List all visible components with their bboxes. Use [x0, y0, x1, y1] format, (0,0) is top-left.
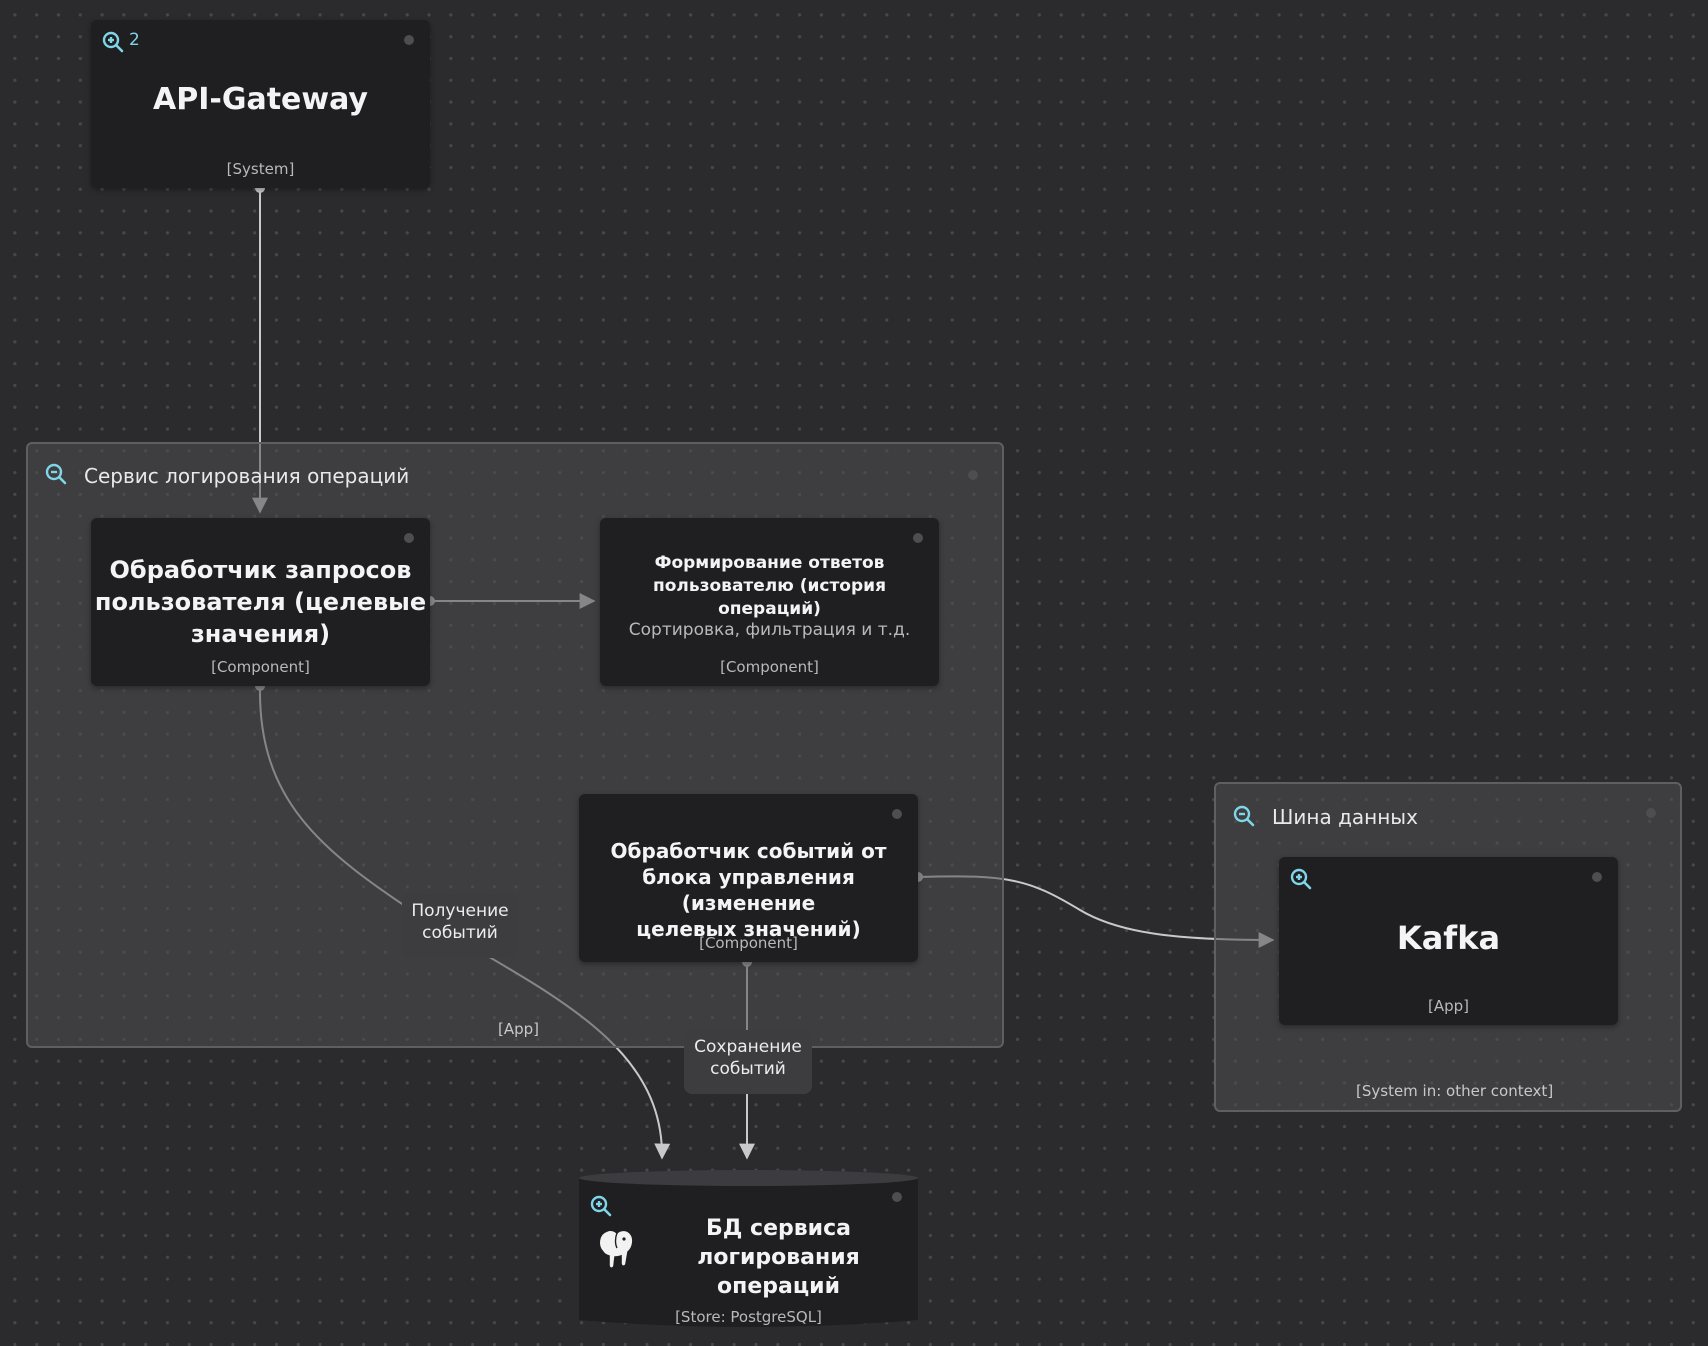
- zoom-count: 2: [129, 30, 140, 50]
- node-title: Обработчик запросов пользователя (целевы…: [94, 556, 427, 648]
- node-kafka[interactable]: Kafka [App]: [1279, 857, 1618, 1025]
- node-tech: [Component]: [699, 934, 798, 952]
- node-menu-dot[interactable]: [404, 533, 414, 543]
- node-menu-dot[interactable]: [913, 533, 923, 543]
- node-title: Kafka: [1396, 919, 1501, 957]
- node-tech: [System]: [226, 160, 295, 178]
- node-tech: [Component]: [720, 658, 819, 676]
- group-menu-dot[interactable]: [968, 470, 978, 480]
- node-tech: [Component]: [211, 658, 310, 676]
- group-tech-label: [System in: other context]: [1356, 1082, 1554, 1100]
- node-description: Сортировка, фильтрация и т.д.: [628, 620, 911, 640]
- node-menu-dot[interactable]: [1592, 872, 1602, 882]
- node-event-handler[interactable]: Обработчик событий от блока управления (…: [579, 794, 918, 962]
- zoom-icon[interactable]: [44, 462, 68, 486]
- node-tech: [Store: PostgreSQL]: [675, 1308, 822, 1326]
- zoom-icon[interactable]: [1232, 804, 1256, 828]
- group-title: Сервис логирования операций: [84, 464, 410, 488]
- node-menu-dot[interactable]: [892, 809, 902, 819]
- node-api-gateway[interactable]: 2 API-Gateway [System]: [91, 20, 430, 188]
- postgresql-elephant-icon: [598, 1229, 634, 1269]
- node-menu-dot[interactable]: [892, 1192, 902, 1202]
- database-cylinder-shape: [579, 1170, 918, 1327]
- zoom-in-icon[interactable]: [589, 1194, 613, 1218]
- node-title: API-Gateway: [153, 82, 368, 117]
- group-tech-label: [App]: [498, 1020, 540, 1038]
- node-user-request-handler[interactable]: Обработчик запросов пользователя (целевы…: [91, 518, 430, 686]
- node-database[interactable]: БД сервиса логирования операций [Store: …: [579, 1170, 918, 1330]
- node-title: Обработчик событий от блока управления (…: [610, 839, 887, 941]
- node-title: БД сервиса логирования операций: [697, 1216, 860, 1299]
- group-menu-dot[interactable]: [1646, 808, 1656, 818]
- edge-label-receive-events[interactable]: Получение событий: [402, 894, 518, 958]
- node-title: Формирование ответов пользователю (истор…: [653, 553, 886, 619]
- zoom-in-icon[interactable]: [1289, 867, 1313, 891]
- edge-label-save-events[interactable]: Сохранение событий: [684, 1030, 812, 1094]
- node-menu-dot[interactable]: [404, 35, 414, 45]
- zoom-in-icon[interactable]: [101, 30, 125, 54]
- node-tech: [App]: [1427, 997, 1469, 1015]
- group-title: Шина данных: [1272, 805, 1418, 829]
- node-response-builder[interactable]: Формирование ответов пользователю (истор…: [600, 518, 939, 686]
